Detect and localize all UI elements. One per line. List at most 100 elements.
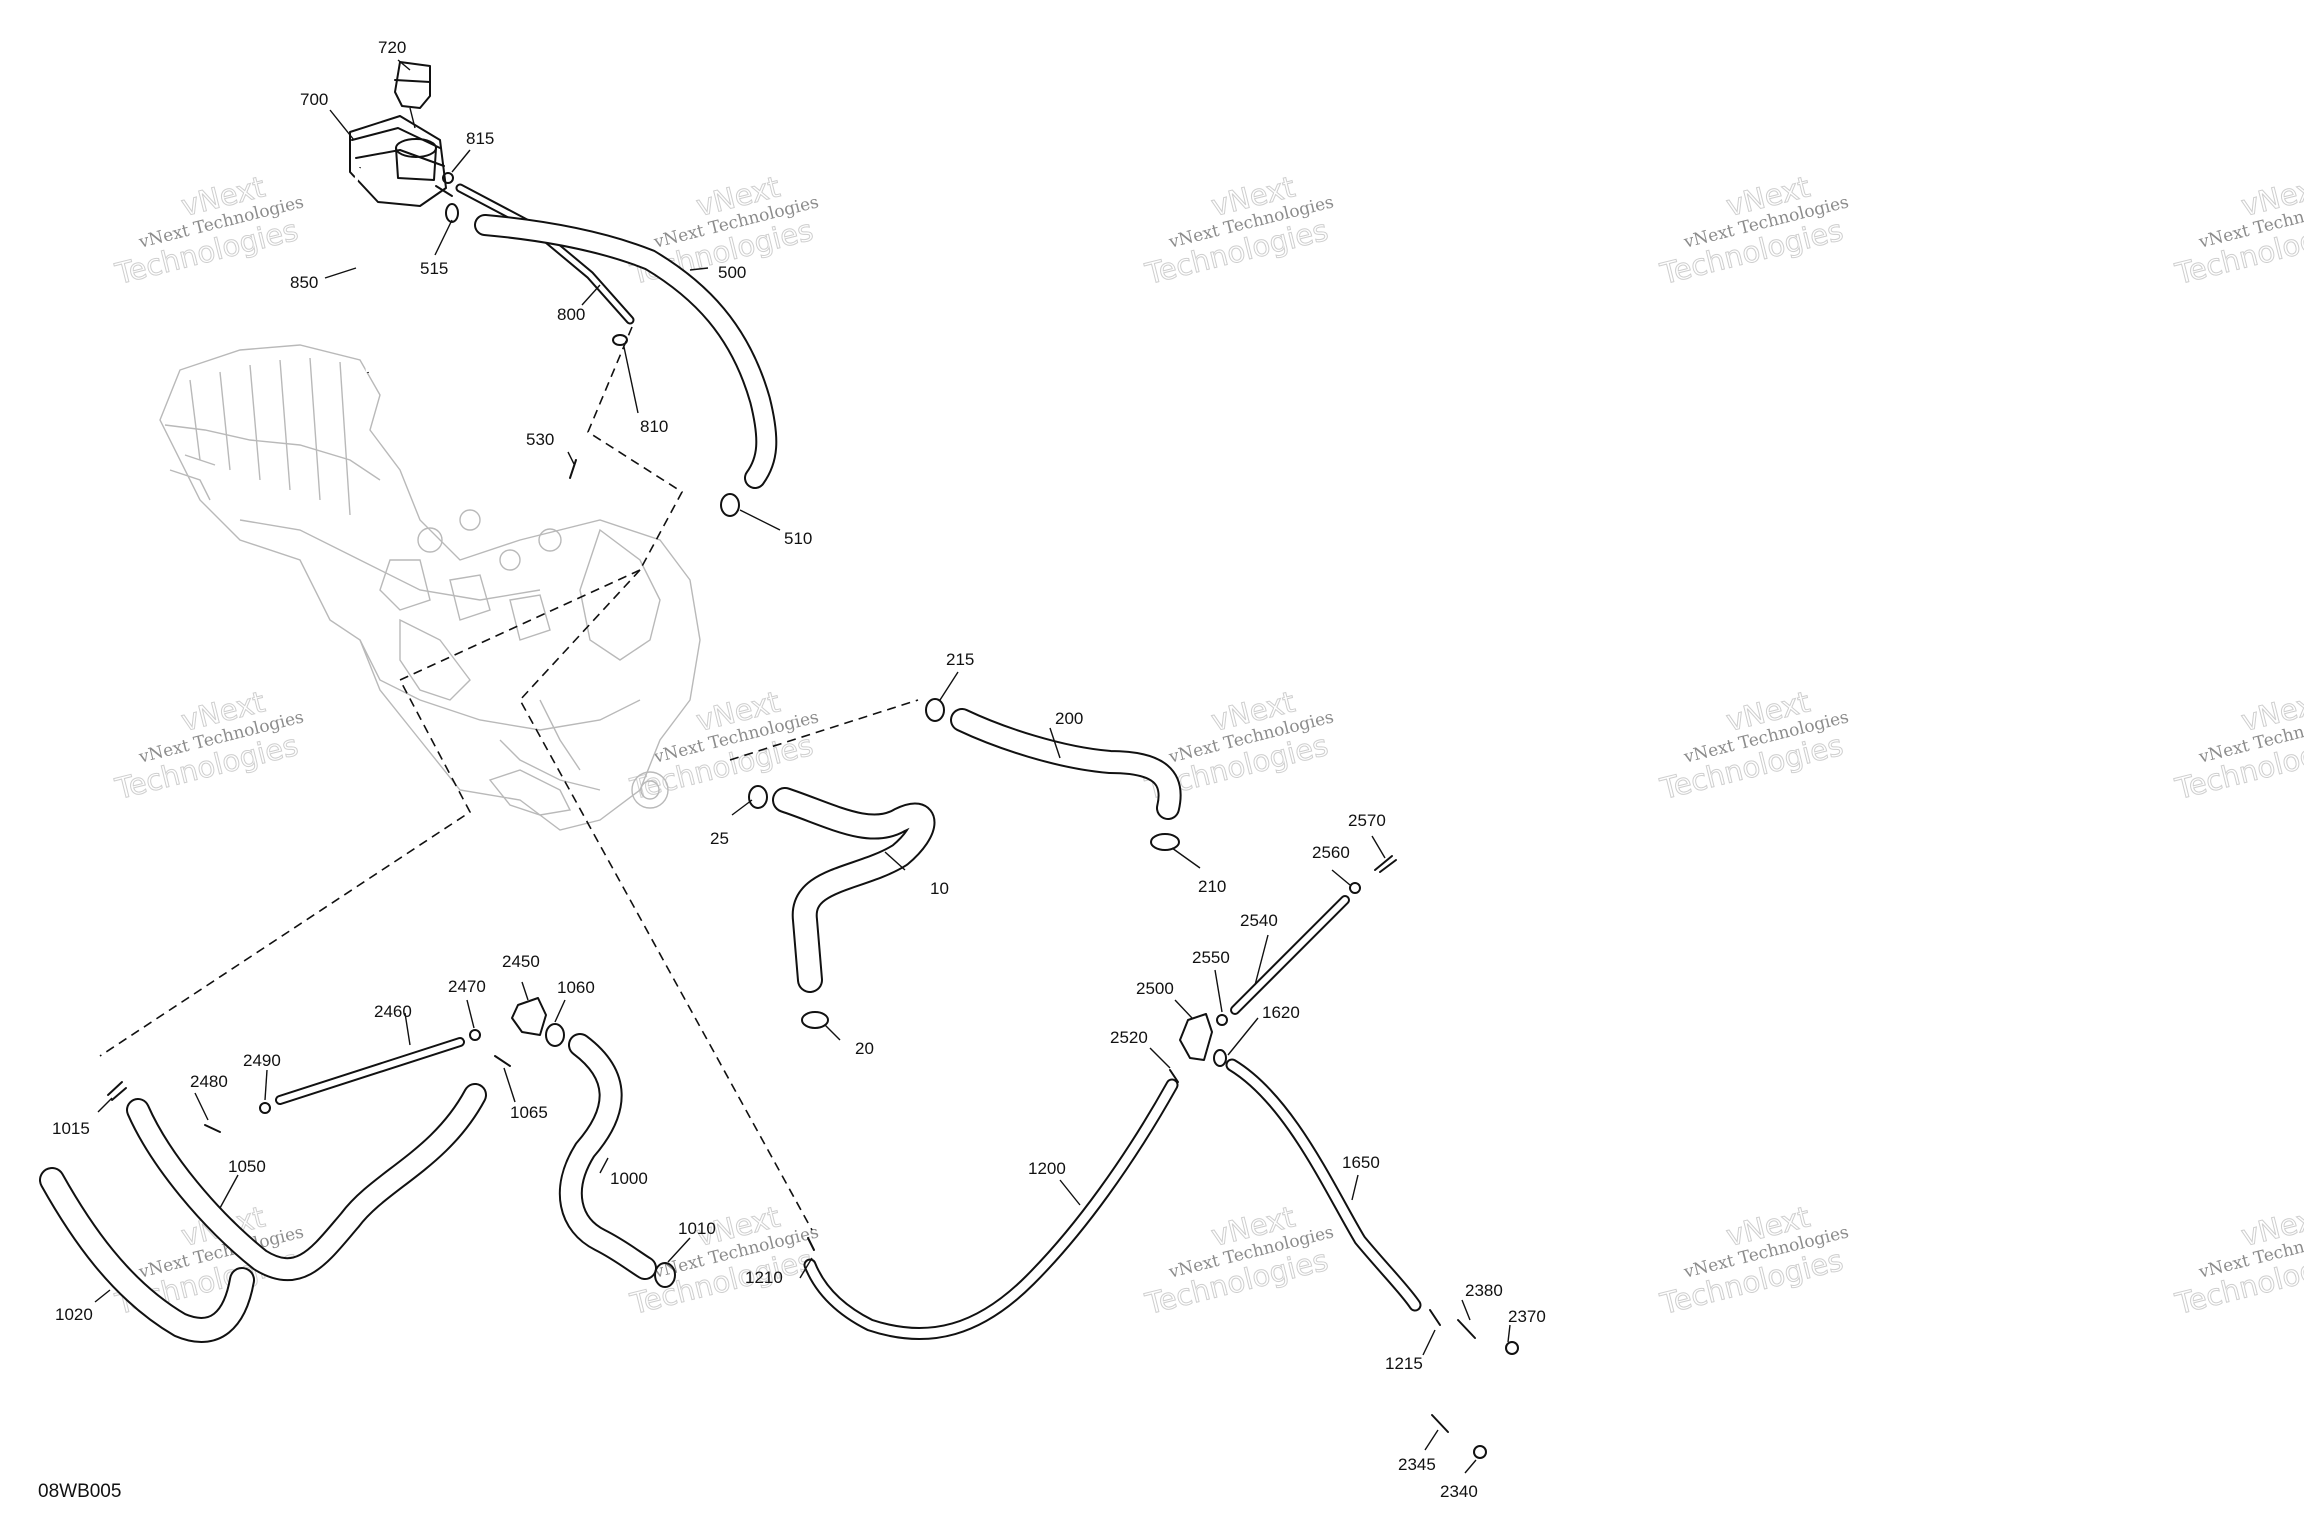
callout-20: 20 [855, 1039, 874, 1058]
callout-2345: 2345 [1398, 1455, 1436, 1474]
callout-800: 800 [557, 305, 585, 324]
fitting-1215 [1429, 1309, 1441, 1326]
clamp-1060 [545, 1023, 565, 1047]
fitting-2480 [204, 1124, 221, 1133]
fitting-2570 [1374, 855, 1397, 873]
callout-1065: 1065 [510, 1103, 548, 1122]
fitting-2520 [1169, 1069, 1179, 1083]
engine-outline [159, 344, 701, 831]
tee-2450 [511, 997, 547, 1036]
callout-1200: 1200 [1028, 1159, 1066, 1178]
callout-1215: 1215 [1385, 1354, 1423, 1373]
callout-2570: 2570 [1348, 811, 1386, 830]
callout-1010: 1010 [678, 1219, 716, 1238]
callout-500: 500 [718, 263, 746, 282]
callout-1015: 1015 [52, 1119, 90, 1138]
callout-1020: 1020 [55, 1305, 93, 1324]
hose-1200 [803, 1078, 1179, 1341]
leader-lines [94, 59, 1511, 1474]
hose-1000 [558, 1033, 657, 1280]
tee-2500 [1179, 1013, 1213, 1061]
clamp-20 [801, 1011, 829, 1029]
callout-10: 10 [930, 879, 949, 898]
callout-2470: 2470 [448, 977, 486, 996]
callout-2380: 2380 [1465, 1281, 1503, 1300]
callout-2520: 2520 [1110, 1028, 1148, 1047]
callout-530: 530 [526, 430, 554, 449]
hose-500 [474, 214, 778, 489]
callout-815: 815 [466, 129, 494, 148]
clamp-2550 [1216, 1014, 1228, 1026]
callout-1620: 1620 [1262, 1003, 1300, 1022]
hose-1650 [1225, 1058, 1422, 1312]
callout-1050: 1050 [228, 1157, 266, 1176]
callout-210: 210 [1198, 877, 1226, 896]
clamp-2470 [469, 1029, 481, 1041]
clamp-1620 [1213, 1049, 1227, 1067]
clamp-25 [748, 785, 768, 809]
hose-200 [950, 708, 1182, 820]
dashed-connection-lines [99, 326, 919, 1231]
coolant-expansion-tank [349, 61, 453, 207]
hose-800 [455, 183, 635, 325]
callout-2460: 2460 [374, 1002, 412, 1021]
clamp-1210 [807, 1237, 815, 1251]
fitting-1065 [494, 1055, 511, 1067]
clamp-215 [925, 698, 945, 722]
fitting-2345 [1431, 1414, 1449, 1433]
clamp-2490 [259, 1102, 271, 1114]
callout-700: 700 [300, 90, 328, 109]
callout-200: 200 [1055, 709, 1083, 728]
callout-850: 850 [290, 273, 318, 292]
callout-515: 515 [420, 259, 448, 278]
callout-2550: 2550 [1192, 948, 1230, 967]
clamp-1010 [654, 1262, 676, 1288]
hose-1020 [39, 1167, 255, 1343]
callout-1210: 1210 [745, 1268, 783, 1287]
clamp-510 [720, 493, 740, 517]
nut-2370 [1505, 1341, 1519, 1355]
fitting-1015 [107, 1081, 127, 1101]
callout-25: 25 [710, 829, 729, 848]
callout-1650: 1650 [1342, 1153, 1380, 1172]
callout-1060: 1060 [557, 978, 595, 997]
nut-2340 [1473, 1445, 1487, 1459]
screw-530 [569, 459, 577, 479]
drawing-code: 08WB005 [38, 1481, 121, 1502]
clamp-2560 [1349, 882, 1361, 894]
clamp-810 [612, 334, 628, 346]
callout-510: 510 [784, 529, 812, 548]
hose-10 [772, 787, 936, 993]
fitting-815 [442, 172, 454, 184]
callout-2490: 2490 [243, 1051, 281, 1070]
hose-2540 [1230, 895, 1350, 1015]
clamp-210 [1150, 833, 1180, 851]
callout-2450: 2450 [502, 952, 540, 971]
callout-1000: 1000 [610, 1169, 648, 1188]
fitting-2380 [1457, 1319, 1476, 1339]
overflow-hose [349, 167, 370, 373]
callout-720: 720 [378, 38, 406, 57]
clamp-515 [445, 203, 459, 223]
callout-labels: 720 700 815 515 850 500 800 810 530 510 … [52, 38, 1546, 1501]
callout-2560: 2560 [1312, 843, 1350, 862]
hose-1050 [126, 1083, 487, 1282]
callout-2540: 2540 [1240, 911, 1278, 930]
callout-810: 810 [640, 417, 668, 436]
callout-2340: 2340 [1440, 1482, 1478, 1501]
hose-2460 [275, 1037, 465, 1105]
callout-215: 215 [946, 650, 974, 669]
callout-2500: 2500 [1136, 979, 1174, 998]
